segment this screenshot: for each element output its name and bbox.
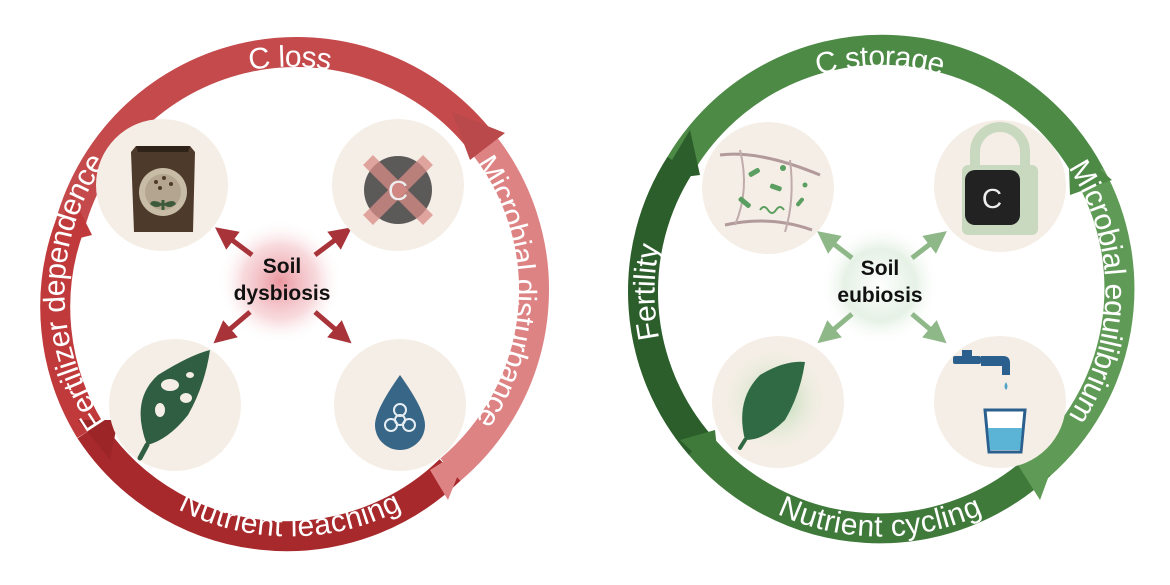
diseased-leaf-icon (137, 350, 210, 461)
eubiosis-arrow-nw (817, 231, 854, 260)
eubiosis-center-line1: Soil (861, 257, 900, 280)
eubiosis-arrow-se (910, 312, 947, 344)
dysbiosis-cycle: C loss Microbial disturbance Nutrient le… (38, 37, 550, 552)
eubiosis-ring-top (667, 34, 1104, 183)
eubiosis-arrow-head-bottom (1018, 440, 1062, 500)
eubiosis-bottom-label: Nutrient cycling (774, 490, 986, 544)
eubiosis-cycle: C storage Microbial equilibrium Nutrient… (628, 34, 1135, 544)
eubiosis-left-label: Fertility (628, 241, 666, 343)
eubiosis-ring-bottom (688, 435, 1051, 544)
healthy-leaf-icon (720, 345, 830, 455)
dysbiosis-arrow-se (313, 310, 352, 344)
dysbiosis-arrow-head-left (78, 420, 118, 460)
carbon-lock-symbol: C (982, 183, 1002, 214)
dysbiosis-top-label: C loss (246, 40, 333, 76)
contaminated-drop-icon (375, 375, 425, 450)
dysbiosis-right-label: Microbial disturbance (470, 150, 542, 434)
eubiosis-disc-bottom-right (934, 336, 1066, 468)
carbon-crossed-symbol: C (388, 175, 408, 206)
soil-microbes-icon (719, 149, 821, 233)
carbon-crossed-icon: C (363, 155, 433, 225)
eubiosis-center-line2: eubiosis (837, 284, 922, 307)
fertilizer-bag-icon (131, 146, 195, 232)
dysbiosis-ring-top (55, 37, 492, 229)
eubiosis-disc-top-left (702, 122, 834, 254)
dysbiosis-center-line1: Soil (263, 255, 302, 278)
dysbiosis-arrow-head-right (452, 112, 505, 160)
dysbiosis-ring-left (40, 219, 103, 438)
eubiosis-arrow-ne (910, 231, 947, 260)
eubiosis-arrow-head-left (680, 430, 720, 478)
dysbiosis-arrow-sw (213, 310, 252, 344)
eubiosis-top-label: C storage (812, 40, 948, 81)
eubiosis-ring-right (1030, 167, 1135, 477)
dysbiosis-center-line2: dysbiosis (234, 282, 331, 305)
eubiosis-arrow-head-top (660, 130, 700, 180)
dysbiosis-arrow-nw (215, 227, 254, 257)
eubiosis-arrow-sw (817, 312, 854, 344)
dysbiosis-ring-bottom (77, 421, 461, 552)
eubiosis-right-label: Microbial equilibrium (1062, 154, 1131, 429)
eubiosis-arrow-head-right (1068, 142, 1112, 195)
eubiosis-ring-left (628, 156, 712, 455)
dysbiosis-arrow-head-bottom (430, 445, 470, 500)
dysbiosis-arrow-head-top (52, 195, 92, 245)
carbon-lock-icon: C (962, 122, 1038, 235)
dysbiosis-arrow-ne (313, 227, 352, 257)
clean-water-icon (953, 350, 1027, 454)
dysbiosis-ring-right (440, 130, 550, 482)
